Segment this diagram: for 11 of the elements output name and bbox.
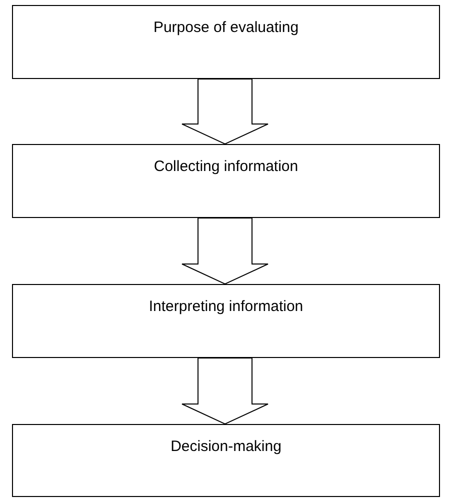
box-label: Purpose of evaluating bbox=[152, 19, 300, 36]
process-box bbox=[12, 284, 440, 358]
block-arrow bbox=[182, 78, 268, 145]
process-box bbox=[12, 5, 440, 79]
block-arrow bbox=[182, 358, 268, 425]
process-box bbox=[12, 144, 440, 218]
process-box bbox=[12, 424, 440, 497]
block-arrow bbox=[182, 218, 268, 285]
box-label: Collecting information bbox=[152, 158, 300, 175]
box-label: Interpreting information bbox=[148, 298, 304, 315]
box-label: Decision-making bbox=[170, 438, 282, 455]
